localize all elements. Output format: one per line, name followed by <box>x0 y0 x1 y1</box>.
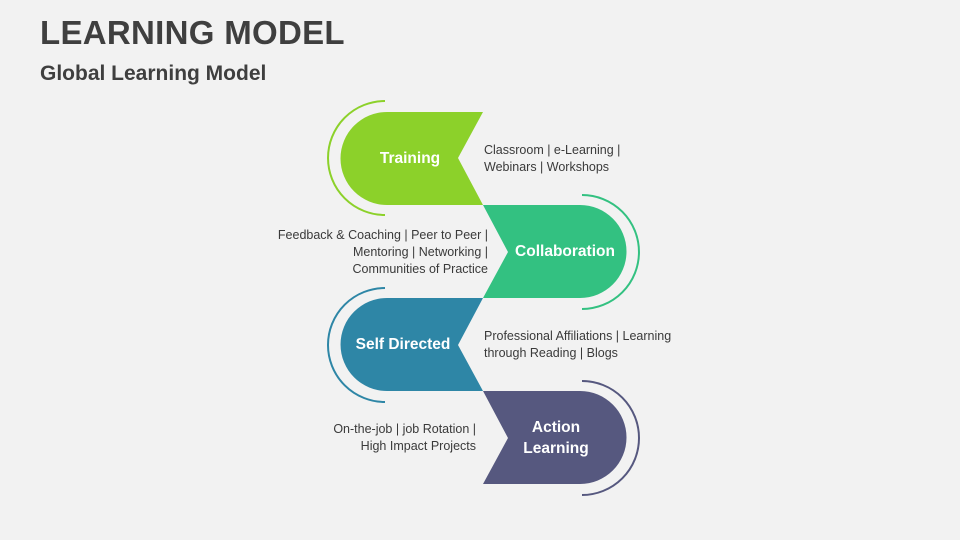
step-label-action-learning: Action Learning <box>523 418 589 457</box>
description-line: On-the-job | job Rotation | <box>333 422 476 436</box>
description-line: Feedback & Coaching | Peer to Peer | <box>277 228 488 242</box>
step-description-self-directed: Professional Affiliations | Learning thr… <box>484 328 671 362</box>
step-arc-self-directed <box>327 287 386 403</box>
step-label-training: Training <box>379 150 441 167</box>
step-shape-self-directed <box>340 298 483 391</box>
step-label-self-directed: Self Directed <box>355 336 451 353</box>
step-shape-collaboration <box>483 205 627 298</box>
page-title: LEARNING MODEL <box>40 14 345 51</box>
description-line: High Impact Projects <box>360 439 476 453</box>
step-arc-training <box>327 100 386 216</box>
page-subtitle: Global Learning Model <box>40 62 267 85</box>
step-arc-action-learning <box>581 380 640 496</box>
description-line: Communities of Practice <box>352 262 488 276</box>
step-label-collaboration: Collaboration <box>515 243 615 260</box>
description-line: through Reading | Blogs <box>484 346 618 360</box>
description-line: Professional Affiliations | Learning <box>484 329 672 343</box>
step-shape-action-learning <box>483 391 627 484</box>
description-line: Classroom | e-Learning | <box>484 143 621 157</box>
step-description-training: Classroom | e-Learning | Webinars | Work… <box>484 142 620 176</box>
step-arc-collaboration <box>581 194 640 310</box>
step-description-collaboration: Feedback & Coaching | Peer to Peer | Men… <box>278 227 488 278</box>
description-line: Webinars | Workshops <box>484 160 610 174</box>
step-description-action-learning: On-the-job | job Rotation | High Impact … <box>333 421 476 455</box>
description-line: Mentoring | Networking | <box>352 245 488 259</box>
step-shape-training <box>340 112 483 205</box>
